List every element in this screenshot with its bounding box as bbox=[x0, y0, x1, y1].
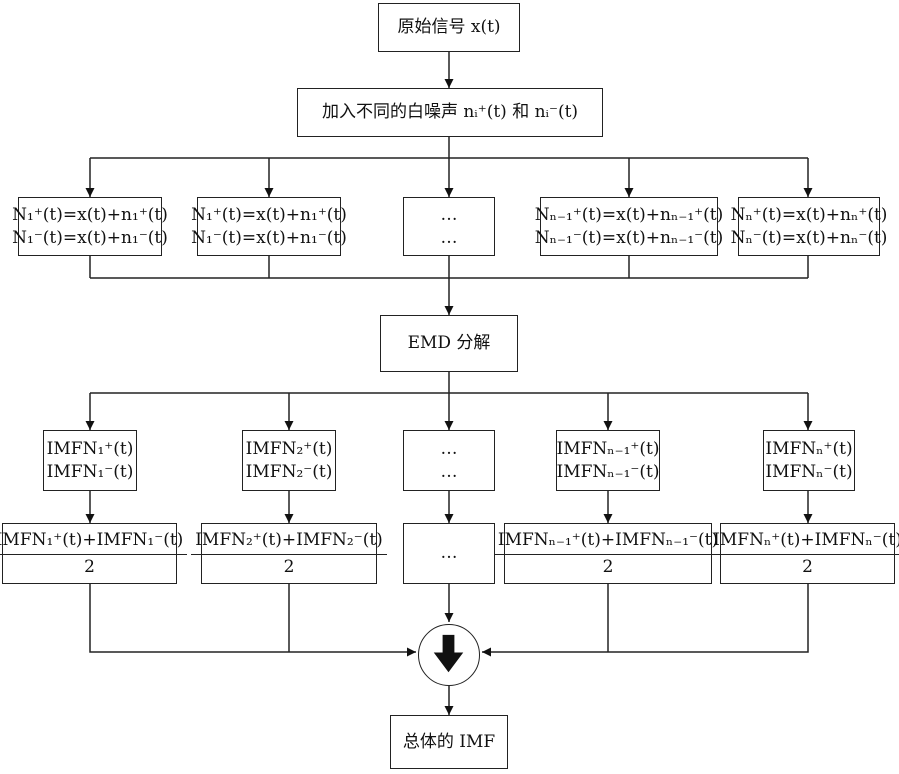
imf-plus-2: IMFN₂⁺(t) bbox=[245, 438, 333, 459]
output-box: 总体的 IMF bbox=[390, 715, 508, 769]
imf-box-n-minus-1: IMFNₙ₋₁⁺(t) IMFNₙ₋₁⁻(t) bbox=[556, 430, 660, 491]
imf-box-n: IMFNₙ⁺(t) IMFNₙ⁻(t) bbox=[763, 430, 855, 491]
noisy-signal-box-2: N₁⁺(t)=x(t)+n₁⁺(t) N₁⁻(t)=x(t)+n₁⁻(t) bbox=[191, 197, 347, 256]
emd-label: EMD 分解 bbox=[407, 333, 491, 354]
source-signal-box: 原始信号 x(t) bbox=[378, 3, 520, 52]
source-signal-label: 原始信号 x(t) bbox=[397, 17, 501, 38]
average-numerator-n: IMFNₙ⁺(t)+IMFNₙ⁻(t) bbox=[709, 529, 899, 555]
average-fraction-2: IMFN₂⁺(t)+IMFN₂⁻(t) 2 bbox=[191, 529, 387, 579]
noisy-minus-n-minus-1: Nₙ₋₁⁻(t)=x(t)+nₙ₋₁⁻(t) bbox=[534, 227, 724, 248]
imf-box-ellipsis: … … bbox=[403, 430, 495, 491]
average-box-n: IMFNₙ⁺(t)+IMFNₙ⁻(t) 2 bbox=[709, 523, 899, 584]
imf-box-1: IMFN₁⁺(t) IMFN₁⁻(t) bbox=[43, 430, 137, 491]
average-box-1: IMFN₁⁺(t)+IMFN₁⁻(t) 2 bbox=[0, 523, 188, 584]
noisy-signal-box-n-minus-1: Nₙ₋₁⁺(t)=x(t)+nₙ₋₁⁺(t) Nₙ₋₁⁻(t)=x(t)+nₙ₋… bbox=[535, 197, 723, 256]
noisy-plus-n-minus-1: Nₙ₋₁⁺(t)=x(t)+nₙ₋₁⁺(t) bbox=[534, 204, 724, 225]
average-box-ellipsis: … bbox=[403, 523, 495, 584]
noisy-plus-n: Nₙ⁺(t)=x(t)+nₙ⁺(t) bbox=[730, 204, 888, 225]
average-denominator-1: 2 bbox=[84, 556, 95, 577]
emd-decomposition-box: EMD 分解 bbox=[380, 315, 518, 372]
average-denominator-n: 2 bbox=[802, 556, 813, 577]
noisy-signal-box-n: Nₙ⁺(t)=x(t)+nₙ⁺(t) Nₙ⁻(t)=x(t)+nₙ⁻(t) bbox=[731, 197, 887, 256]
noisy-minus-1: N₁⁻(t)=x(t)+n₁⁻(t) bbox=[12, 227, 168, 248]
average-numerator-1: IMFN₁⁺(t)+IMFN₁⁻(t) bbox=[0, 529, 188, 555]
imf-ellipsis-2: … bbox=[440, 461, 458, 482]
down-arrow-icon bbox=[433, 634, 464, 673]
add-noise-label: 加入不同的白噪声 nᵢ⁺(t) 和 nᵢ⁻(t) bbox=[321, 102, 579, 123]
average-fraction-1: IMFN₁⁺(t)+IMFN₁⁻(t) 2 bbox=[0, 529, 188, 579]
add-noise-box: 加入不同的白噪声 nᵢ⁺(t) 和 nᵢ⁻(t) bbox=[297, 88, 603, 137]
noisy-signal-box-1: N₁⁺(t)=x(t)+n₁⁺(t) N₁⁻(t)=x(t)+n₁⁻(t) bbox=[12, 197, 168, 256]
imf-plus-1: IMFN₁⁺(t) bbox=[46, 438, 134, 459]
noisy-plus-2: N₁⁺(t)=x(t)+n₁⁺(t) bbox=[191, 204, 347, 225]
noisy-ellipsis-1: … bbox=[440, 204, 458, 225]
noisy-ellipsis-2: … bbox=[440, 227, 458, 248]
imf-minus-n-minus-1: IMFNₙ₋₁⁻(t) bbox=[556, 461, 660, 482]
imf-plus-n-minus-1: IMFNₙ₋₁⁺(t) bbox=[556, 438, 660, 459]
average-ellipsis: … bbox=[440, 543, 458, 564]
imf-plus-n: IMFNₙ⁺(t) bbox=[765, 438, 853, 459]
imf-ellipsis-1: … bbox=[440, 438, 458, 459]
average-numerator-2: IMFN₂⁺(t)+IMFN₂⁻(t) bbox=[191, 529, 387, 555]
noisy-minus-2: N₁⁻(t)=x(t)+n₁⁻(t) bbox=[191, 227, 347, 248]
imf-minus-n: IMFNₙ⁻(t) bbox=[765, 461, 853, 482]
ensemble-sum-node bbox=[418, 624, 480, 686]
average-box-2: IMFN₂⁺(t)+IMFN₂⁻(t) 2 bbox=[191, 523, 387, 584]
noisy-signal-box-ellipsis: … … bbox=[403, 197, 495, 256]
noisy-plus-1: N₁⁺(t)=x(t)+n₁⁺(t) bbox=[12, 204, 168, 225]
imf-minus-1: IMFN₁⁻(t) bbox=[46, 461, 134, 482]
imf-minus-2: IMFN₂⁻(t) bbox=[245, 461, 333, 482]
noisy-minus-n: Nₙ⁻(t)=x(t)+nₙ⁻(t) bbox=[730, 227, 888, 248]
average-denominator-2: 2 bbox=[283, 556, 295, 577]
average-denominator-n-minus-1: 2 bbox=[602, 556, 614, 577]
output-label: 总体的 IMF bbox=[402, 731, 496, 752]
average-fraction-n: IMFNₙ⁺(t)+IMFNₙ⁻(t) 2 bbox=[709, 529, 899, 579]
average-numerator-n-minus-1: IMFNₙ₋₁⁺(t)+IMFNₙ₋₁⁻(t) bbox=[493, 529, 723, 555]
imf-box-2: IMFN₂⁺(t) IMFN₂⁻(t) bbox=[242, 430, 336, 491]
average-fraction-n-minus-1: IMFNₙ₋₁⁺(t)+IMFNₙ₋₁⁻(t) 2 bbox=[493, 529, 723, 579]
average-box-n-minus-1: IMFNₙ₋₁⁺(t)+IMFNₙ₋₁⁻(t) 2 bbox=[493, 523, 723, 584]
